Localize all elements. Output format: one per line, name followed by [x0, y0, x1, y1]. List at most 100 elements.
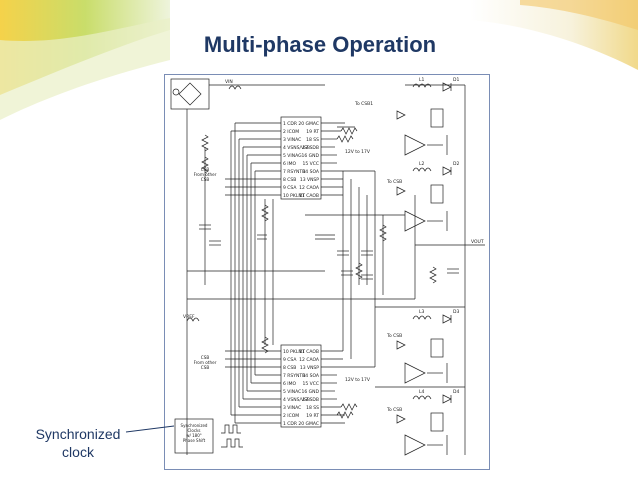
top-ic-right-pins [321, 122, 375, 196]
label-d4: D4 [453, 389, 459, 395]
top-ic-left-pin-6: 6 IMO [283, 161, 297, 167]
top-ic-right-pin-2: 19 RT [306, 129, 319, 135]
top-ic-right-pin-6: 15 VCC [302, 161, 319, 167]
center-rc-network [305, 126, 405, 419]
bottom-ic-left-pin-7: 4 VSNS/VSB [283, 397, 310, 403]
top-ic-left-pin-9: 9 CSA [283, 185, 297, 191]
top-ic-right-pin-7: 14 SOA [302, 169, 319, 175]
label-vcc-top: 12V to 17V [345, 149, 371, 155]
clock-box-line-4: Phase Shift [183, 438, 206, 443]
bottom-ic-right-pin-8: 18 SS [306, 405, 319, 411]
label-to-cmp-2: To CSB [386, 179, 402, 185]
comparator-4 [404, 434, 426, 456]
label-vref: VREF [183, 314, 195, 320]
vin-waveform [228, 85, 242, 90]
label-d2: D2 [453, 161, 459, 167]
top-ic-right-pin-8: 13 VNSP [300, 177, 319, 183]
bottom-ic-right-pin-9: 19 RT [306, 413, 319, 419]
bottom-ic-right-pin-5: 15 VCC [302, 381, 319, 387]
bottom-ic-right-pins [321, 350, 375, 424]
top-ic-left-pin-2: 2 ICOM [283, 129, 299, 135]
power-stage-1 [396, 82, 452, 156]
diode-d1 [442, 82, 452, 92]
label-l4: L4 [419, 389, 425, 395]
clock-pulse-bottom [221, 438, 243, 448]
top-ic-left-pin-8: 8 CSB [283, 177, 296, 183]
power-stage-3 [396, 314, 452, 384]
top-ic-right-pin-5: 16 GND [302, 153, 320, 159]
sync-clock-box [174, 418, 214, 454]
power-stage-2 [396, 166, 452, 232]
label-vcc-bottom: 12V to 17V [345, 377, 371, 383]
comparator-1 [404, 134, 426, 156]
label-to-cmp-1: To CSB1 [354, 101, 373, 107]
csb-above-line-3: CSB [201, 177, 210, 182]
clock-box-line-2: Clocks [188, 428, 201, 433]
diode-d3 [442, 314, 452, 324]
output-resistor [429, 266, 437, 284]
bottom-ic-right-pin-10: 20 GMAC [298, 421, 319, 427]
top-ic-left-pin-1: 1 CDR [283, 121, 297, 127]
csb-below-line-3: CSB [201, 365, 210, 370]
inter-ic-bus [187, 123, 415, 423]
bottom-ic-left-pin-2: 9 CSA [283, 357, 297, 363]
inductor-l4 [412, 395, 432, 400]
label-l1: L1 [419, 77, 425, 83]
output-bus [405, 84, 485, 455]
bottom-ic-left-pin-6: 5 VINAC [283, 389, 301, 395]
label-vout: VOUT [471, 239, 484, 245]
inductor-l1 [412, 83, 432, 88]
bottom-ic-right-pin-1: 11 CAOB [299, 349, 319, 355]
top-ic-right-pin-4: 17 SDB [302, 145, 319, 151]
top-ic-right-pin-9: 12 CAOA [299, 185, 320, 191]
label-l2: L2 [419, 161, 425, 167]
bottom-ic-left-pin-1: 10 PKLMT [283, 349, 305, 355]
top-controller-ic [280, 116, 322, 200]
top-ic-right-pin-1: 20 GMAC [298, 121, 319, 127]
synchronized-clock-callout: Synchronized clock [26, 425, 130, 461]
bottom-ic-right-pin-2: 12 CAOA [299, 357, 320, 363]
diode-d4 [442, 394, 452, 404]
csb-below-line-2: From other [194, 360, 217, 365]
csb-above-line-1: CSB [201, 167, 210, 172]
bottom-ic-left-pin-5: 6 IMO [283, 381, 297, 387]
label-vin: VIN [225, 79, 233, 85]
bottom-ic-right-pin-3: 13 VNSP [300, 365, 319, 371]
diode-d2 [442, 166, 452, 176]
label-d3: D3 [453, 309, 459, 315]
top-ic-left-pin-7: 7 RSYNTH [283, 169, 306, 175]
callout-line-1: Synchronized [35, 426, 121, 442]
inductor-l2 [412, 167, 432, 172]
top-ic-left-pin-5: 5 VINAG [283, 153, 302, 159]
inductor-l3 [412, 315, 432, 320]
resistor-r2 [201, 156, 209, 174]
bottom-ic-left-pin-4: 7 RSYNTH [283, 373, 306, 379]
bottom-ic-right-pin-6: 16 GND [302, 389, 320, 395]
power-stage-4 [396, 394, 452, 456]
top-ic-right-pin-10: 11 CAOB [299, 193, 319, 199]
clock-box-line-1: Synchronized [181, 423, 208, 428]
bridge-rectifier-box [170, 78, 210, 110]
label-l3: L3 [419, 309, 425, 315]
csb-below-line-1: CSB [201, 355, 210, 360]
top-ic-left-pins [225, 122, 281, 196]
resistor-r1 [201, 134, 209, 152]
label-to-cmp-3: To CSB [386, 333, 402, 339]
callout-line-2: clock [62, 444, 94, 460]
top-ic-right-labels: 20 GMAC 19 RT 18 SS 17 SDB 16 GND 15 VCC 14 SO… [298, 121, 320, 199]
top-ic-right-pin-3: 18 SS [306, 137, 319, 143]
comparator-3 [404, 362, 426, 384]
bottom-ic-left-pin-10: 1 CDR [283, 421, 297, 427]
bottom-ic-left-pins [225, 350, 281, 424]
ac-source-symbol [172, 88, 180, 96]
slide-title: Multi-phase Operation [203, 32, 437, 57]
csb-above-line-2: From other [194, 172, 217, 177]
top-ic-left-pin-4: 4 VSNS/VSB [283, 145, 310, 151]
